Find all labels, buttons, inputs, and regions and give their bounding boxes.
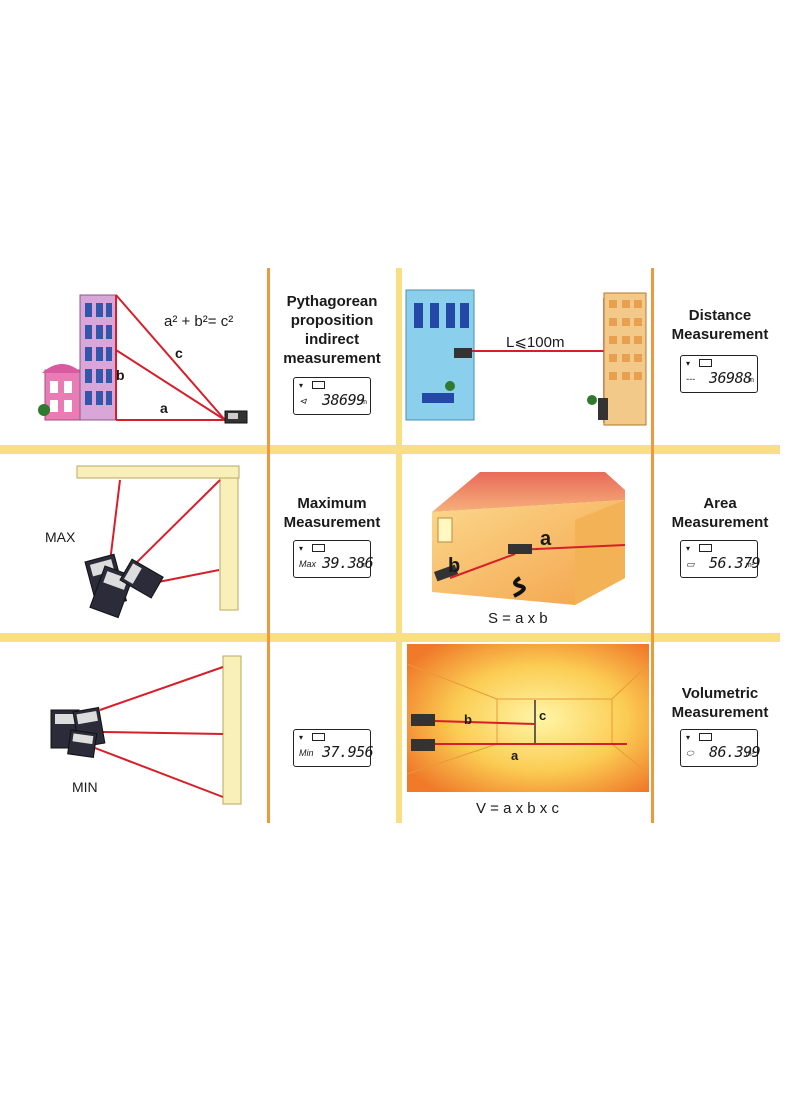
maximum-illustration [76, 465, 240, 619]
battery-icon [312, 544, 325, 552]
side-a-label: a [160, 400, 168, 416]
grid-line-middle [0, 633, 780, 642]
signal-icon: ▾ [686, 733, 691, 742]
volume-label: Volumetric Measurement [671, 685, 769, 721]
signal-icon: ▾ [299, 544, 304, 553]
pythagorean-display: ▾ ⊲ 38699 m [293, 377, 371, 415]
battery-icon [699, 733, 712, 741]
volume-side-a: a [511, 748, 519, 763]
signal-icon: ▾ [299, 733, 304, 742]
maximum-display: ▾ Max 39.386 m [293, 540, 374, 578]
battery-icon [312, 733, 325, 741]
battery-icon [699, 544, 712, 552]
grid-divider-center [396, 268, 402, 823]
battery-icon [699, 359, 712, 367]
volume-side-b: b [464, 712, 472, 727]
area-illustration [432, 472, 626, 605]
maximum-label: Maximum Measurement [283, 495, 381, 531]
area-side-a: a [540, 528, 552, 550]
side-b-label: b [116, 367, 125, 383]
distance-illustration [405, 289, 647, 426]
minimum-display: ▾ Min 37.956 [293, 729, 374, 767]
grid-divider-left [267, 268, 270, 823]
volume-side-c: c [539, 708, 547, 723]
signal-icon: ▾ [299, 381, 304, 390]
grid-line-top [0, 445, 780, 454]
area-display: ▾ ▭ 56.379 m² [680, 540, 761, 578]
area-formula: S = a x b [488, 610, 548, 627]
area-side-b: b [448, 555, 461, 577]
volume-formula: V = a x b x c [476, 800, 559, 817]
pythagorean-illustration [38, 294, 248, 424]
volume-display: ▾ ⬭ 86.399 m³ [680, 729, 761, 767]
max-side-label: MAX [45, 529, 76, 545]
side-c-label: c [175, 345, 183, 361]
min-side-label: MIN [72, 779, 98, 795]
grid-divider-right [651, 268, 654, 823]
area-label: Area Measurement [671, 495, 769, 531]
signal-icon: ▾ [686, 544, 691, 553]
minimum-illustration [50, 655, 242, 805]
distance-display: ▾ --- 36988 m [680, 355, 758, 393]
volume-illustration [407, 644, 649, 792]
pythagorean-formula: a² + b²= c² [164, 313, 234, 330]
signal-icon: ▾ [686, 359, 691, 368]
distance-label: Distance Measurement [671, 307, 769, 343]
distance-range-label: L⩽100m [506, 334, 565, 351]
pythagorean-label: Pythagorean proposition indirect measure… [283, 293, 381, 367]
battery-icon [312, 381, 325, 389]
